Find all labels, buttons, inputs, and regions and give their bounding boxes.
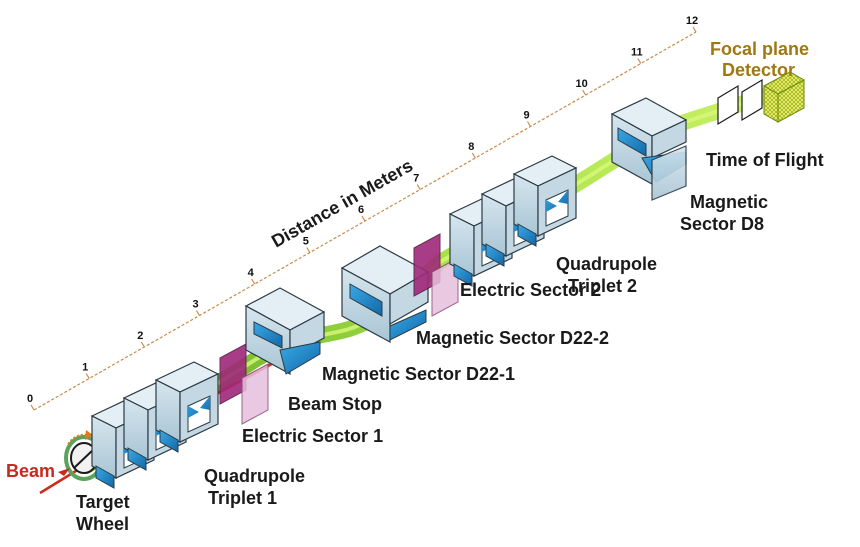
- quadrupole-triplet-1: [90, 361, 220, 489]
- scale-tick-label: 9: [523, 110, 529, 122]
- scale-tick-label: 6: [358, 204, 364, 216]
- scale-tick-label: 10: [576, 78, 588, 90]
- scale-tick-mark: [361, 215, 366, 222]
- electric-sector-2-label: Electric Sector 2: [460, 280, 601, 300]
- electric-sector-1: [219, 343, 269, 425]
- magnetic-sector-d22-1-label: Magnetic Sector D22-1: [322, 364, 515, 384]
- scale-tick-label: 7: [413, 173, 419, 185]
- scale-tick-label: 3: [192, 299, 198, 311]
- scale-tick-label: 1: [82, 362, 88, 374]
- target-wheel-label: Target Wheel: [76, 492, 135, 534]
- magnetic-sector-d22-1: [244, 287, 326, 376]
- scale-tick-label: 0: [27, 393, 33, 405]
- target-wheel-label-line1: Target: [76, 492, 130, 512]
- scale-tick-mark: [526, 121, 532, 127]
- time-of-flight-label: Time of Flight: [706, 150, 824, 170]
- target-wheel-label-line2: Wheel: [76, 514, 129, 534]
- focal-plane-detector-label: Focal plane Detector: [710, 39, 814, 80]
- beam-stop-label: Beam Stop: [288, 394, 382, 414]
- scale-tick-mark: [582, 89, 587, 96]
- focal-plane-detector: [762, 71, 806, 123]
- quadrupole-magnet: [512, 155, 578, 247]
- quadrupole-triplet-2-label: Quadrupole Triplet 2: [556, 254, 662, 296]
- magnetic-sector-d8-label-line1: Magnetic: [690, 192, 768, 212]
- magnetic-sector-d22-2-label: Magnetic Sector D22-2: [416, 328, 609, 348]
- beam-arrow-icon: [58, 468, 70, 476]
- quadrupole-triplet-1-label-line2: Triplet 1: [208, 488, 277, 508]
- scale-tick-mark: [692, 26, 697, 33]
- magnetic-sector-d8-label-line2: Sector D8: [680, 214, 764, 234]
- quadrupole-triplet-1-label-line1: Quadrupole: [204, 466, 305, 486]
- scale-tick-label: 11: [631, 47, 643, 59]
- focal-plane-detector-label-line2: Detector: [722, 60, 795, 80]
- magnetic-sector-d8: [610, 97, 688, 201]
- quadrupole-triplet-1-label: Quadrupole Triplet 1: [204, 466, 310, 508]
- scale-tick-mark: [416, 184, 421, 190]
- magnetic-sector-d8-label: Magnetic Sector D8: [680, 192, 773, 234]
- quadrupole-triplet-2-label-line1: Quadrupole: [556, 254, 657, 274]
- scale-tick-label: 8: [468, 141, 474, 153]
- scale-tick-label: 2: [137, 330, 143, 342]
- quadrupole-triplet-2-label-line2: Triplet 2: [568, 276, 637, 296]
- quadrupole-magnet: [154, 361, 220, 453]
- scale-tick-label: 12: [686, 15, 698, 27]
- scale-tick-label: 5: [303, 236, 309, 248]
- scale-tick-mark: [85, 373, 90, 379]
- quadrupole-triplet-2: [448, 155, 578, 287]
- scale-title: Distance in Meters: [268, 155, 416, 251]
- scale-tick-mark: [471, 152, 476, 159]
- target-wheel: [64, 430, 104, 481]
- scale-tick-mark: [637, 58, 642, 64]
- time-of-flight-detector: [717, 78, 763, 126]
- scale-tick-mark: [30, 404, 35, 411]
- electric-sector-1-label: Electric Sector 1: [242, 426, 383, 446]
- scale-tick-marks: [30, 26, 697, 411]
- scale-tick-mark: [195, 310, 201, 316]
- electric-sector-2: [413, 233, 459, 317]
- scale-tick-label: 4: [248, 267, 255, 279]
- scale-tick-mark: [306, 247, 311, 253]
- scale-tick-mark: [251, 278, 256, 285]
- scale-tick-mark: [140, 341, 145, 348]
- beam-label: Beam: [6, 461, 55, 481]
- focal-plane-detector-label-line1: Focal plane: [710, 39, 809, 59]
